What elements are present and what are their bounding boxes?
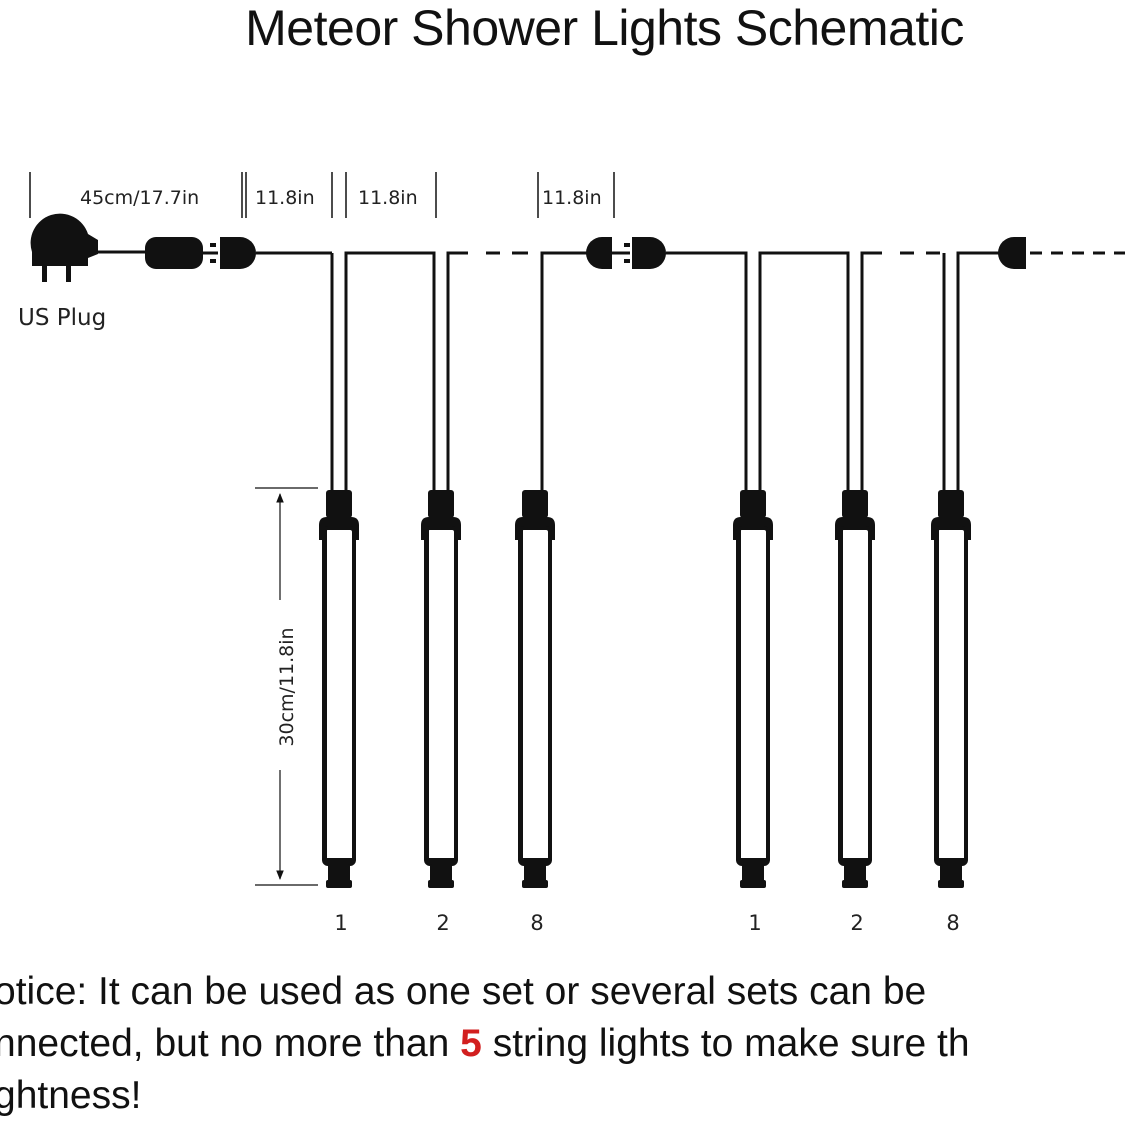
spacing-label-1: 11.8in	[255, 187, 315, 209]
set-connector	[586, 237, 666, 269]
wiring-set-2	[666, 251, 1000, 492]
light-tube	[515, 490, 555, 888]
diagram-title: Meteor Shower Lights Schematic	[245, 0, 964, 56]
notice-text: otice: It can be used as one set or seve…	[0, 966, 1125, 1122]
light-tube	[733, 490, 773, 888]
adapter-connector	[145, 237, 332, 269]
tube-number-label: 8	[946, 911, 959, 935]
end-connector	[998, 237, 1125, 269]
light-tubes: 1 2 8 1 2 8	[319, 490, 971, 935]
tube-number-label: 2	[850, 911, 863, 935]
spacing-label-2: 11.8in	[358, 187, 418, 209]
spacing-dimensions: 11.8in 11.8in 11.8in	[245, 172, 615, 218]
us-plug-icon	[30, 213, 145, 282]
notice-line-2: nnected, but no more than 5 string light…	[0, 1018, 1125, 1070]
plug-label: US Plug	[18, 305, 106, 331]
light-tube	[319, 490, 359, 888]
notice-max-count: 5	[460, 1022, 482, 1065]
tube-number-label: 2	[436, 911, 449, 935]
tube-number-label: 1	[748, 911, 761, 935]
notice-line-3: ghtness!	[0, 1074, 142, 1117]
tube-number-label: 8	[530, 911, 543, 935]
tube-length-label: 30cm/11.8in	[276, 627, 298, 746]
notice-line-2-start: nnected, but no more than	[0, 1022, 461, 1065]
light-tube	[835, 490, 875, 888]
light-tube	[931, 490, 971, 888]
notice-line-1: otice: It can be used as one set or seve…	[0, 970, 927, 1013]
lead-length-label: 45cm/17.7in	[80, 187, 199, 209]
tube-number-label: 1	[334, 911, 347, 935]
spacing-label-3: 11.8in	[542, 187, 602, 209]
lead-length-dimension: 45cm/17.7in	[29, 172, 243, 218]
light-tube	[421, 490, 461, 888]
tube-length-dimension: 30cm/11.8in	[255, 487, 318, 886]
notice-line-2-end: string lights to make sure th	[481, 1022, 970, 1065]
wiring-set-1	[330, 251, 590, 492]
